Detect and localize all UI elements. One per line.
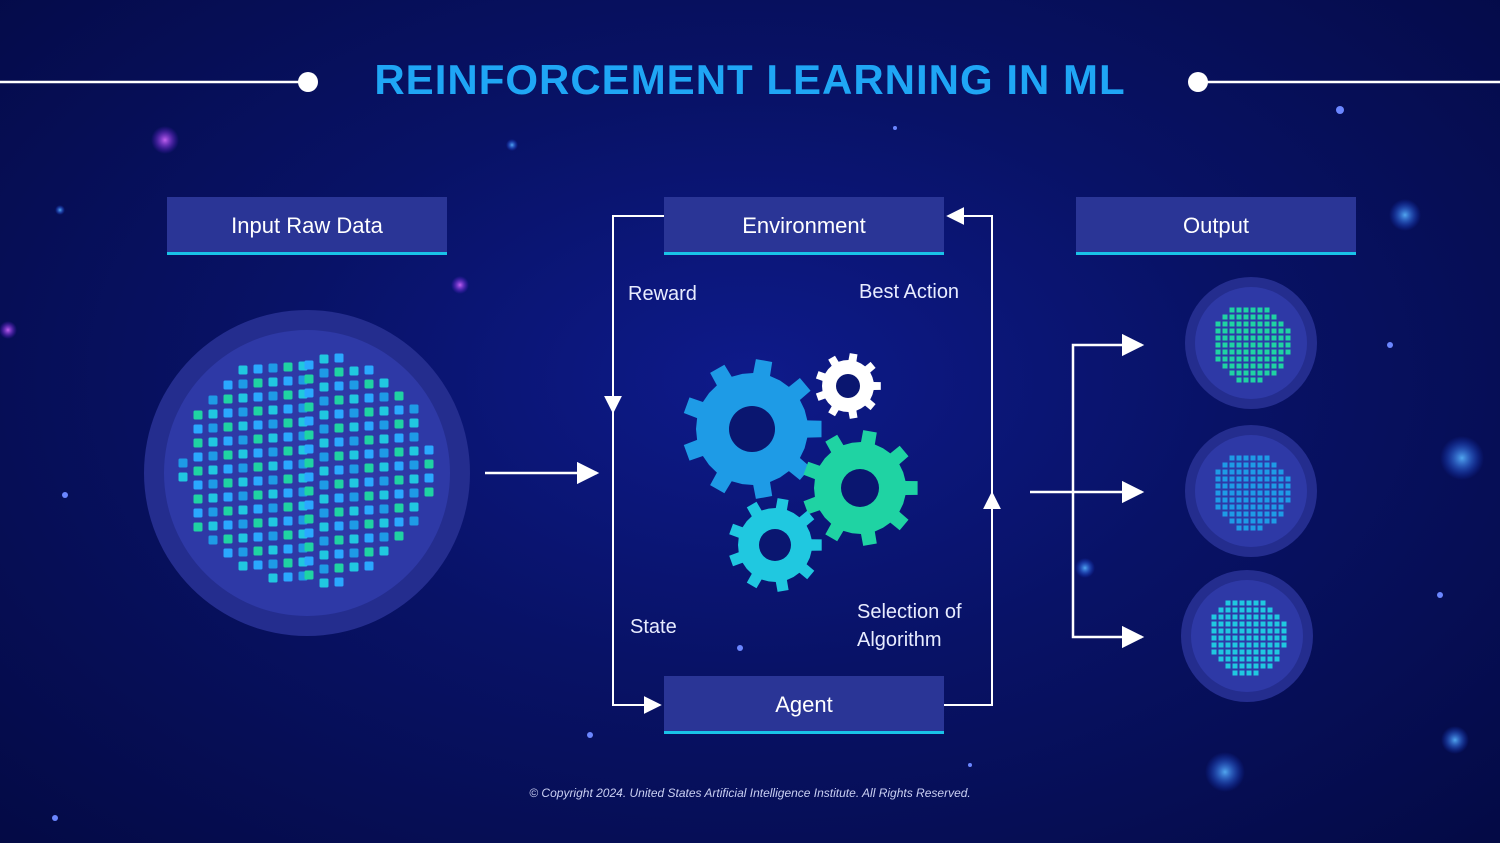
page-title: REINFORCEMENT LEARNING IN ML — [374, 56, 1126, 103]
copyright-text: © Copyright 2024. United States Artifici… — [529, 786, 971, 800]
output-grid-icon — [1181, 277, 1317, 702]
gear-icon — [683, 353, 918, 592]
environment-box: Environment — [664, 197, 944, 255]
output-box: Output — [1076, 197, 1356, 255]
feedback-loop — [604, 207, 1001, 714]
agent-box: Agent — [664, 676, 944, 734]
data-cluster-icon — [144, 310, 470, 636]
background-stars — [0, 106, 1484, 821]
selection-label-line2: Algorithm — [857, 629, 942, 651]
input-raw-data-box: Input Raw Data — [167, 197, 447, 255]
reward-label: Reward — [628, 283, 697, 305]
selection-label-line1: Selection of — [857, 601, 962, 623]
title-rule-right — [1188, 72, 1500, 92]
best-action-label: Best Action — [859, 281, 960, 303]
state-label: State — [630, 616, 677, 638]
output-connector — [1030, 333, 1145, 649]
title-rule-left — [0, 72, 318, 92]
